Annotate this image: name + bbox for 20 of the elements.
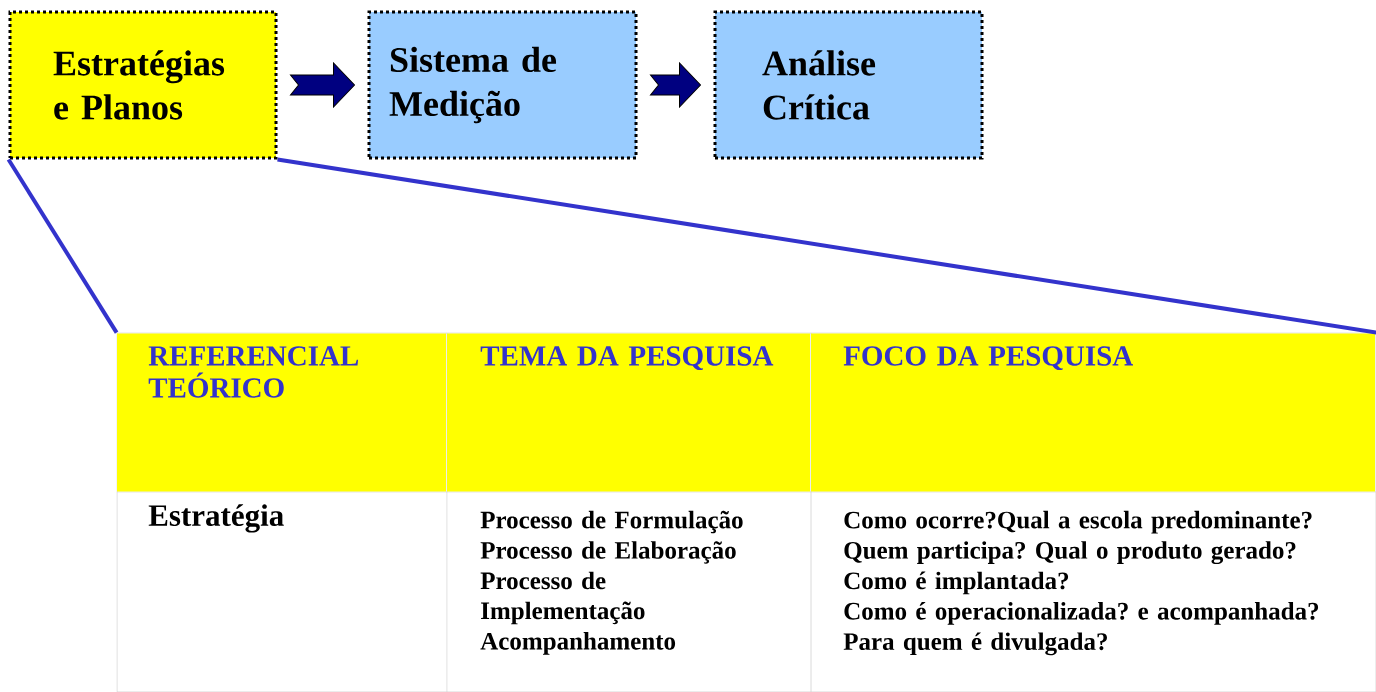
zoom-line bbox=[277, 157, 1376, 335]
column-header: FOCO DA PESQUISA bbox=[811, 333, 1375, 492]
process-box: Análise Crítica bbox=[713, 10, 984, 160]
process-item: Processo de Implementação bbox=[480, 571, 645, 625]
process-box: Sistema de Medição bbox=[367, 10, 638, 160]
zoom-line bbox=[6, 158, 119, 334]
process-item: Processo de Formulação bbox=[480, 510, 743, 534]
question-text: Quem participa? Qual o produto gerado? bbox=[844, 541, 1296, 565]
question-text: Para quem é divulgada? bbox=[843, 632, 1107, 656]
process-item: Acompanhamento bbox=[480, 632, 676, 655]
process-item: Processo de Elaboração bbox=[480, 541, 736, 564]
question-text: Como é operacionalizada? e acompanhada? bbox=[844, 602, 1319, 625]
question-text: Como ocorre?Qual a escola predominante? bbox=[844, 510, 1312, 534]
block-arrow bbox=[650, 62, 701, 108]
table-cell-text: Estratégia bbox=[148, 504, 284, 533]
question-text: Como é implantada? bbox=[844, 571, 1069, 595]
column-header: REFERENCIAL TEÓRICO bbox=[117, 333, 446, 492]
process-box: Estratégias e Planos bbox=[8, 10, 278, 160]
column-header: TEMA DA PESQUISA bbox=[447, 333, 810, 492]
block-arrow bbox=[290, 62, 355, 108]
